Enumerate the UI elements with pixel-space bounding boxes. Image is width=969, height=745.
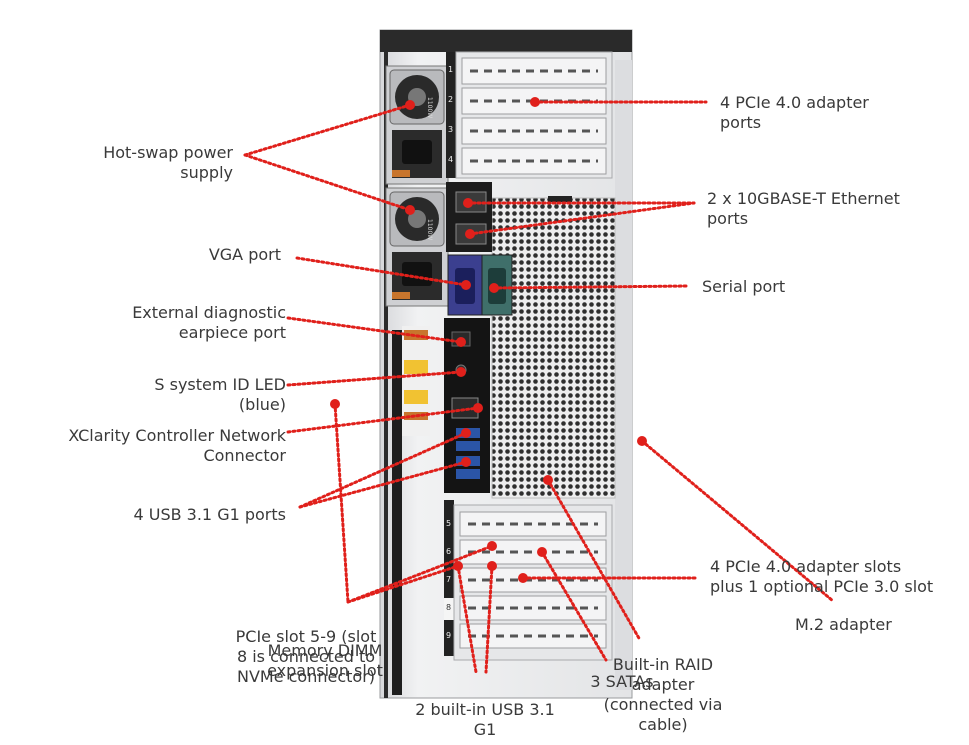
callout-line-serial <box>492 284 688 290</box>
callout-dot <box>405 205 415 215</box>
callout-dot <box>405 100 415 110</box>
callout-dot <box>518 573 528 583</box>
callout-dot <box>489 283 499 293</box>
callout-dot <box>461 428 471 438</box>
callout-dot <box>487 541 497 551</box>
callout-line-led <box>286 370 463 387</box>
callout-line-xclarity <box>286 406 480 434</box>
slot-number-5: 5 <box>446 519 451 528</box>
slot-number-4: 4 <box>448 155 453 164</box>
power-supply-1 <box>385 65 449 185</box>
label-pcie-slot-5-9: PCIe slot 5-9 (slot 8 is connected to NV… <box>235 627 377 686</box>
callout-line-eth-b <box>468 201 696 236</box>
slot-number-2: 2 <box>448 95 453 104</box>
label-raid: Built-in RAID adapter (connected via cab… <box>603 655 723 734</box>
slot-number-6: 6 <box>446 547 451 556</box>
lower-pcie-slots <box>444 500 613 661</box>
callout-line-usb-internal-a <box>456 564 478 674</box>
slot-number-1: 1 <box>448 65 453 74</box>
callout-dot <box>330 399 340 409</box>
callout-line-usb-internal-b <box>484 564 494 674</box>
label-xclarity: XClarity Controller Network Connector <box>68 426 286 465</box>
callout-line-sata <box>540 550 608 662</box>
slot-number-3: 3 <box>448 125 453 134</box>
callout-dot <box>473 403 483 413</box>
label-m2-adapter: M.2 adapter <box>795 615 892 634</box>
callout-lines <box>243 100 835 674</box>
callout-dot <box>537 547 547 557</box>
label-pcie-adapter-ports: 4 PCIe 4.0 adapter ports <box>720 93 869 132</box>
label-usb-ports: 4 USB 3.1 G1 ports <box>133 505 286 524</box>
label-external-diagnostic: External diagnostic earpiece port <box>132 303 286 342</box>
callout-dot <box>543 475 553 485</box>
callout-line-usb-b <box>298 460 468 509</box>
callout-dot <box>463 198 473 208</box>
label-vga-port: VGA port <box>208 245 281 264</box>
callout-dot <box>530 97 540 107</box>
label-hot-swap-power: Hot-swap power supply <box>103 143 233 182</box>
callout-dot <box>461 280 471 290</box>
callout-line-memory-b <box>346 544 494 604</box>
slot-number-9: 9 <box>446 631 451 640</box>
label-memory-dimm: Memory DIMM expansion slot <box>267 641 383 680</box>
psu-rating-1: 1100W <box>426 97 433 118</box>
callout-dot <box>461 457 471 467</box>
ventilation-grille <box>491 197 616 499</box>
callout-line-power-1 <box>243 103 412 157</box>
callout-dot <box>465 229 475 239</box>
psu-rating-2: 1100W <box>426 219 433 240</box>
label-pcie-lower-slots: 4 PCIe 4.0 adapter slots plus 1 optional… <box>710 557 934 596</box>
upper-pcie-slots <box>446 51 613 179</box>
callout-line-diag <box>286 316 463 344</box>
callout-line-memory-a <box>333 402 350 604</box>
slot-number-8: 8 <box>446 603 451 612</box>
callout-dot <box>456 337 466 347</box>
callout-dots <box>330 97 647 583</box>
callout-dot <box>487 561 497 571</box>
label-builtin-usb: 2 built-in USB 3.1 G1 <box>415 700 555 739</box>
callout-dot <box>453 561 463 571</box>
callout-dot <box>637 436 647 446</box>
slot-number-7: 7 <box>446 575 451 584</box>
callout-line-m2 <box>640 439 835 603</box>
warning-labels <box>402 326 430 436</box>
label-serial-port: Serial port <box>702 277 786 296</box>
label-ethernet: 2 x 10GBASE-T Ethernet ports <box>707 189 900 228</box>
callout-dot <box>456 367 466 377</box>
callout-line-power-2 <box>243 153 412 212</box>
callout-line-vga <box>295 256 468 287</box>
callout-line-usb-a <box>298 431 468 509</box>
callout-line-raid <box>546 478 642 642</box>
label-sata: 3 SATAs <box>590 672 654 691</box>
label-system-id-led: S system ID LED (blue) <box>154 375 286 414</box>
